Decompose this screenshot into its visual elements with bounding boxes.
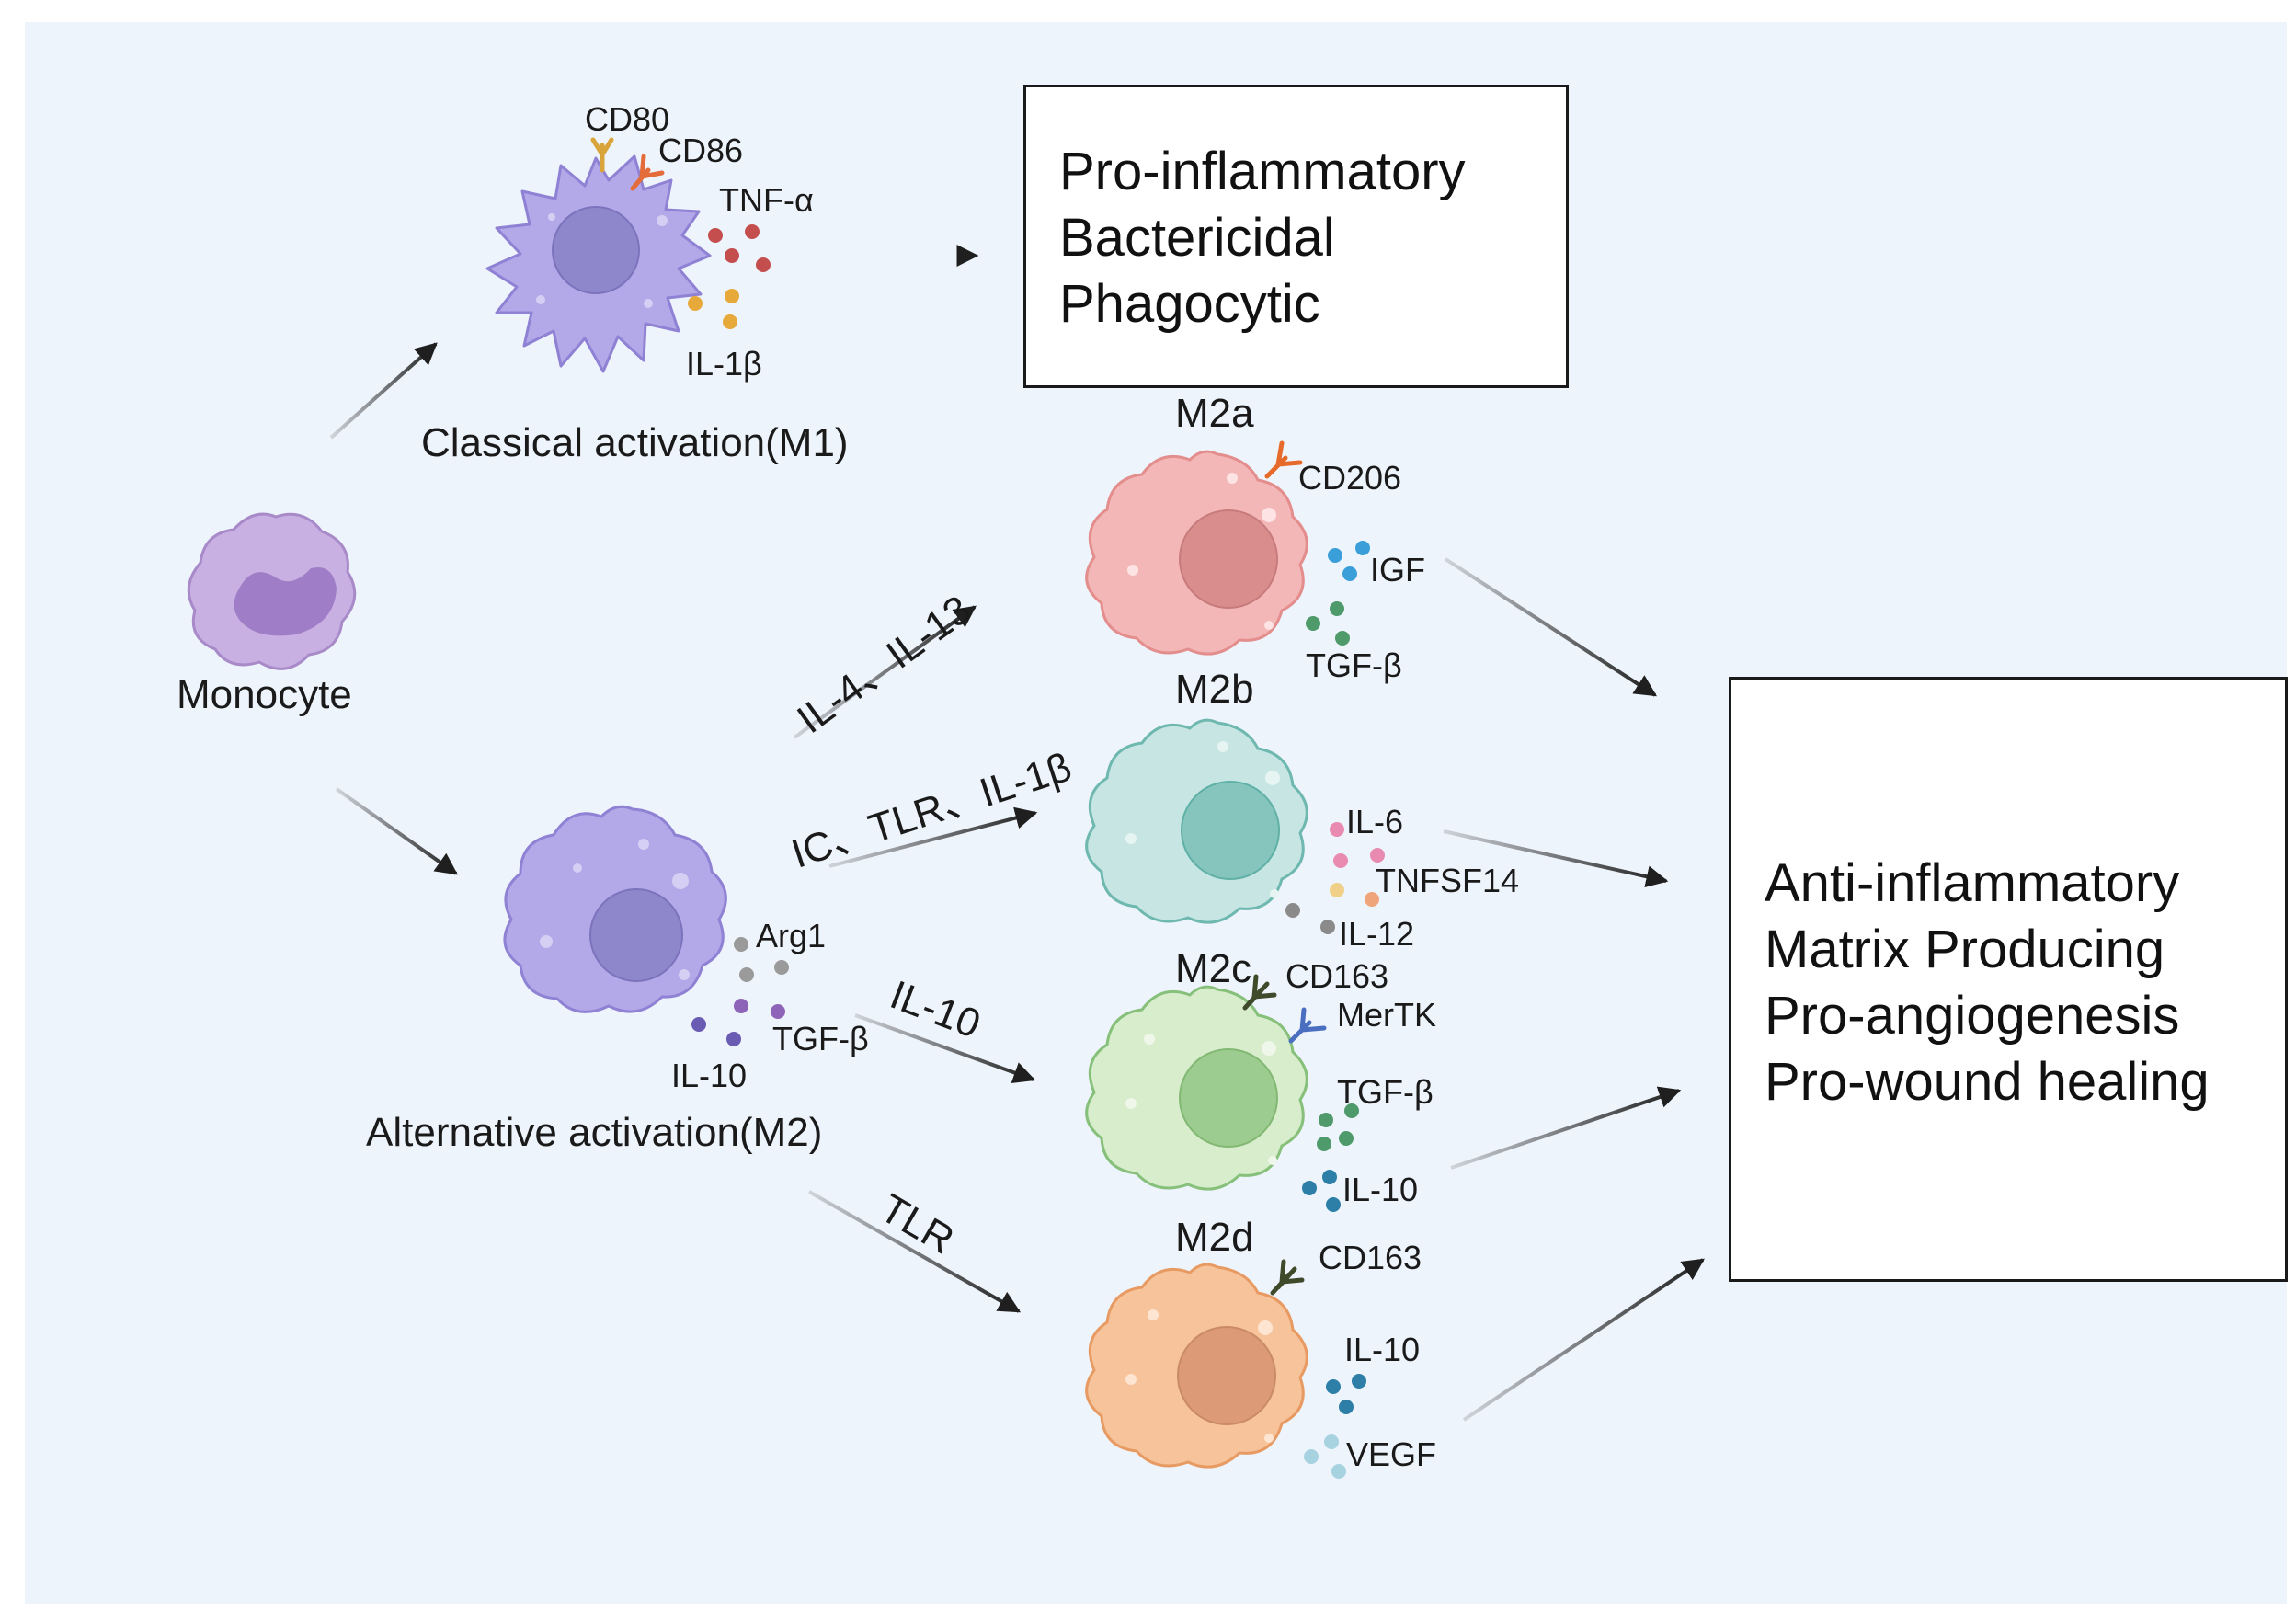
cd206-label: CD206: [1298, 459, 1402, 497]
il6-label: IL-6: [1346, 803, 1404, 840]
il12-label: IL-12: [1339, 915, 1415, 953]
m2-title: Alternative activation(M2): [366, 1110, 823, 1155]
m2-tgfb-label: TGF-β: [772, 1020, 869, 1057]
arrow-m2-to-m2b: [828, 806, 1038, 868]
m2c-macrophage-cell: [1085, 985, 1308, 1191]
igf-dots-icon: [1328, 541, 1370, 581]
arrow-monocyte-to-m1: [329, 342, 438, 440]
tnf-alpha-label: TNF-α: [719, 181, 814, 219]
cd206-receptor-icon: [1264, 440, 1303, 479]
tnf-alpha-dots-icon: [708, 224, 771, 272]
m2c-il10-label: IL-10: [1342, 1171, 1419, 1208]
m2-macrophage-cell: [503, 805, 727, 1013]
il6-dots-icon: [1330, 822, 1385, 868]
m2b-macrophage-cell: [1085, 718, 1308, 924]
m2d-il10-label: IL-10: [1344, 1331, 1421, 1368]
m1-title: Classical activation(M1): [421, 420, 849, 465]
m2d-il10-dots-icon: [1326, 1374, 1366, 1414]
m2-function-2: Matrix Producing: [1765, 920, 2165, 979]
m2a-tgfb-dots-icon: [1306, 601, 1350, 646]
m2c-tgfb-label: TGF-β: [1337, 1073, 1434, 1111]
m2c-name: M2c: [1175, 946, 1252, 991]
m2-il10-label: IL-10: [671, 1057, 748, 1094]
arrow-m2a-to-functions: [1444, 557, 1658, 697]
cd80-label: CD80: [585, 100, 670, 138]
vegf-label: VEGF: [1346, 1435, 1437, 1473]
monocyte-label: Monocyte: [177, 672, 352, 717]
m2b-name: M2b: [1175, 667, 1254, 712]
m1-function-2: Bactericidal: [1059, 208, 1335, 268]
mertk-receptor-icon: [1288, 1007, 1327, 1044]
m2-function-4: Pro-wound healing: [1765, 1052, 2210, 1112]
m2a-tgfb-label: TGF-β: [1306, 646, 1402, 684]
tnfsf14-dots-icon: [1330, 883, 1379, 907]
m2a-name: M2a: [1175, 391, 1254, 436]
m2d-macrophage-cell: [1085, 1263, 1308, 1469]
arrow-m2-to-m2c: [854, 1013, 1036, 1083]
mertk-label: MerTK: [1337, 996, 1436, 1034]
m2c-tgfb-dots-icon: [1317, 1103, 1359, 1151]
arrow-m2-to-m2a: [793, 605, 977, 739]
igf-label: IGF: [1370, 551, 1425, 589]
cd86-label: CD86: [658, 131, 744, 169]
m2c-il10-dots-icon: [1302, 1170, 1341, 1212]
m2-function-1: Anti-inflammatory: [1765, 853, 2180, 913]
m2d-name: M2d: [1175, 1215, 1254, 1260]
m2a-macrophage-cell: [1085, 450, 1308, 656]
m1-functions-box: Pro-inflammatory Bactericidal Phagocytic: [1023, 85, 1569, 388]
m2c-cd163-label: CD163: [1285, 957, 1389, 995]
m2d-cd163-label: CD163: [1319, 1239, 1422, 1276]
cd80-receptor-icon: [590, 137, 614, 173]
m2-function-3: Pro-angiogenesis: [1765, 986, 2180, 1046]
il1b-dots-icon: [688, 289, 739, 329]
il1b-label: IL-1β: [686, 345, 762, 383]
tnfsf14-label: TNFSF14: [1376, 862, 1520, 899]
arrow-m2b-to-functions: [1443, 829, 1669, 888]
m2-tgfb-dots-icon: [734, 999, 785, 1019]
arrow-m2d-to-functions: [1462, 1258, 1705, 1422]
m1-function-3: Phagocytic: [1059, 274, 1320, 334]
m2c-cd163-receptor-icon: [1242, 974, 1277, 1011]
m2-il10-dots-icon: [691, 1017, 741, 1046]
m1-function-1: Pro-inflammatory: [1059, 142, 1466, 201]
m2-functions-box: Anti-inflammatory Matrix Producing Pro-a…: [1729, 677, 2288, 1282]
arg1-label: Arg1: [756, 917, 827, 954]
arrow-m2-to-m2d: [808, 1190, 1022, 1313]
il12-dots-icon: [1285, 903, 1335, 934]
m2d-cd163-receptor-icon: [1270, 1259, 1305, 1296]
cd86-receptor-icon: [630, 154, 665, 191]
vegf-dots-icon: [1304, 1434, 1346, 1479]
arrow-monocyte-to-m2: [335, 787, 458, 875]
arg1-dots-icon: [734, 937, 789, 982]
m1-macrophage-cell: [485, 154, 712, 373]
arrow-m2c-to-functions: [1450, 1086, 1682, 1170]
monocyte-cell: [187, 512, 357, 670]
